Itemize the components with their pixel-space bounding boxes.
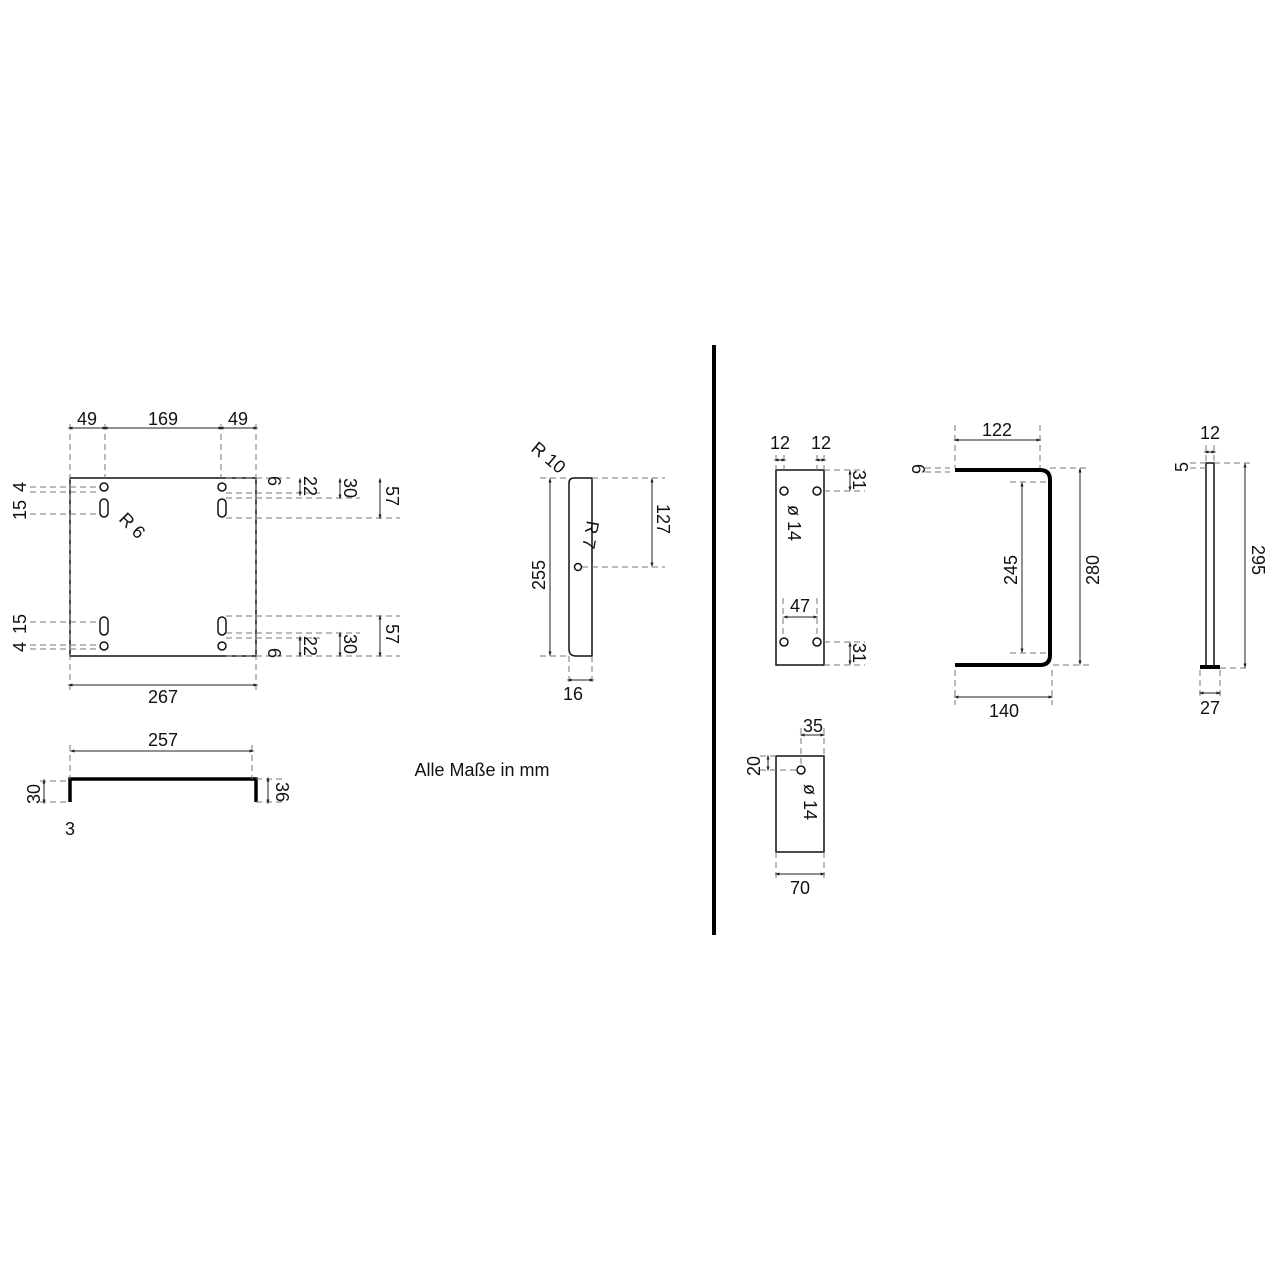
dim-label: 5 — [1172, 462, 1192, 472]
bracket-view: 255 127 R 10 R 7 16 — [527, 438, 673, 704]
dim-label: 30 — [340, 478, 360, 498]
dim-label: 127 — [653, 504, 673, 534]
radius-label: R 10 — [527, 438, 569, 478]
dim-label: 6 — [908, 464, 928, 474]
dim-label: 22 — [300, 636, 320, 656]
dim-label: 4 — [10, 482, 30, 492]
dim-label: 12 — [1200, 423, 1220, 443]
dim-label: 30 — [340, 634, 360, 654]
dim-label: 12 — [811, 433, 831, 453]
plate-top-view: 49 169 49 267 R 6 15 4 4 15 6 22 30 57 6… — [10, 409, 402, 707]
plate-side-profile: 257 30 36 3 — [24, 730, 292, 839]
radius-label: R 7 — [578, 519, 603, 550]
small-plate-view: 35 20 ø 14 70 — [744, 716, 826, 898]
dim-label: 31 — [849, 643, 869, 663]
dim-label: 267 — [148, 687, 178, 707]
dim-label: 27 — [1200, 698, 1220, 718]
dim-label: 122 — [982, 420, 1012, 440]
u-frame-view: 122 6 245 280 140 — [908, 420, 1103, 721]
dim-label: 30 — [24, 784, 44, 804]
dim-label: 6 — [264, 476, 284, 486]
strip-view: 12 12 31 31 ø 14 47 — [770, 433, 869, 666]
dim-label: 49 — [228, 409, 248, 429]
units-note: Alle Maße in mm — [414, 760, 549, 780]
hole-diameter-label: ø 14 — [784, 505, 804, 541]
dim-label: 6 — [264, 648, 284, 658]
dim-label: 140 — [989, 701, 1019, 721]
dim-label: 20 — [744, 756, 764, 776]
dim-label: 295 — [1248, 545, 1268, 575]
dim-label: 15 — [10, 500, 30, 520]
dim-label: 4 — [10, 642, 30, 652]
dim-label: 22 — [300, 476, 320, 496]
rod-view: 12 5 295 27 — [1172, 423, 1268, 718]
dim-label: 245 — [1001, 555, 1021, 585]
dim-label: 31 — [849, 470, 869, 490]
dim-label: 3 — [65, 819, 75, 839]
dim-label: 70 — [790, 878, 810, 898]
divider-line — [712, 345, 716, 935]
dim-label: 280 — [1083, 555, 1103, 585]
dim-label: 15 — [10, 614, 30, 634]
hole-diameter-label: ø 14 — [800, 784, 820, 820]
dim-label: 16 — [563, 684, 583, 704]
dim-label: 57 — [382, 486, 402, 506]
dim-label: 169 — [148, 409, 178, 429]
dim-label: 255 — [529, 560, 549, 590]
radius-label: R 6 — [115, 509, 149, 543]
dim-label: 12 — [770, 433, 790, 453]
dim-label: 257 — [148, 730, 178, 750]
dim-label: 57 — [382, 624, 402, 644]
dim-label: 49 — [77, 409, 97, 429]
dim-label: 47 — [790, 596, 810, 616]
dim-label: 36 — [272, 782, 292, 802]
dim-label: 35 — [803, 716, 823, 736]
